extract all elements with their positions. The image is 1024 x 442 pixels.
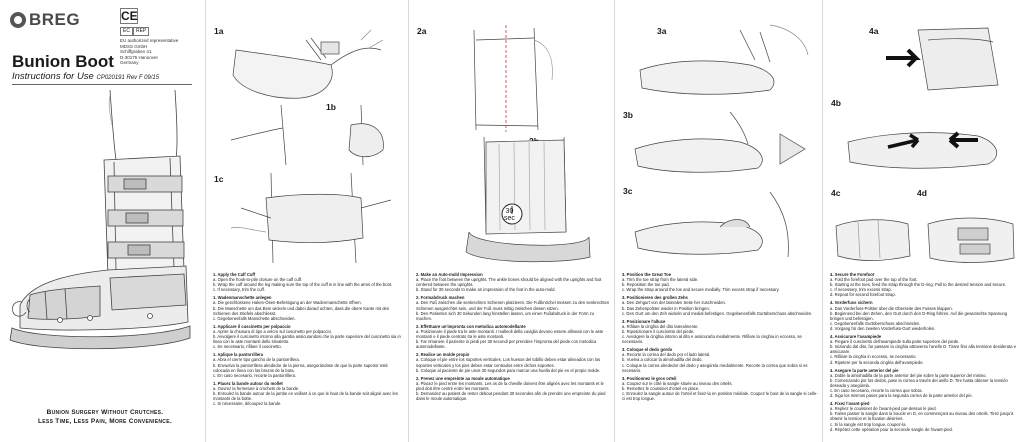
- instruction-group: 2. Realice un molde propio a. Coloque el…: [416, 352, 601, 373]
- step-1-instructions: 1. Apply the Calf Cuff a. Open the hook-…: [213, 272, 405, 409]
- instruction-group: 1. Apply the Calf Cuff a. Open the hook-…: [213, 272, 393, 293]
- tagline-line-1: Bunion Surgery Without Crutches.: [46, 409, 164, 416]
- figure-3c-illustration: [634, 191, 789, 258]
- instruction-group: 3. Positionnez le gros orteil a. Coupez …: [622, 375, 818, 402]
- step-3-panel: 3a 3b 3c 3. Position the Great Toe a. Tr…: [614, 0, 822, 442]
- figure-1b-illustration: [230, 104, 384, 166]
- figure-label-3a: 3a: [657, 26, 667, 36]
- figure-4a-illustration: [886, 27, 999, 91]
- figure-2b-illustration: [465, 136, 591, 263]
- title-divider: [12, 84, 192, 85]
- brand-logo: BREG: [10, 10, 80, 30]
- ec-rep-box: EC REP: [120, 27, 200, 36]
- figure-label-4d: 4d: [917, 188, 927, 198]
- instruction-group: 4. Vorderfuss sichern a. Das Vorderfuss-…: [830, 300, 1008, 331]
- bunion-boot-illustration: [9, 90, 191, 350]
- instruction-group: 1. Aplique la pantorrillera a. Abra el c…: [213, 352, 388, 378]
- step-2-panel: 2a 2b 30 sec 2. Make an Auto-mold Impres…: [408, 0, 614, 442]
- instruction-group: 3. Position the Great Toe a. Trim the to…: [622, 272, 780, 293]
- figure-label-4a: 4a: [869, 26, 879, 36]
- instruction-group: 3. Coloque el dedo gordo a. Recorte la c…: [622, 347, 808, 373]
- timer-icon: [501, 203, 523, 225]
- instruction-group: 4. Fixez l'avant-pied a. Repliez le cous…: [830, 401, 1014, 432]
- breg-logo-icon: [10, 12, 26, 28]
- ec-label: EC: [120, 27, 133, 36]
- instruction-group: 4. Asegure la parte anterior del pie a. …: [830, 367, 1008, 399]
- figure-label-3b: 3b: [623, 110, 633, 120]
- eu-rep-address: EU authorized representative MDSS GmbH S…: [120, 38, 179, 65]
- ce-mark: CE: [120, 8, 138, 24]
- figure-3a-illustration: [639, 24, 809, 95]
- instruction-group: 4. Secure the Forefoot a. Fold the foref…: [830, 272, 1007, 298]
- figure-label-4c: 4c: [831, 188, 841, 198]
- instruction-group: 2. Prenez une empreinte au moule automat…: [416, 375, 606, 402]
- tagline-line-2: Less Time, Less Pain, More Convenience.: [38, 418, 172, 425]
- instruction-group: 1. Wadenmanschette anlegen a. Die geschl…: [213, 295, 390, 321]
- instruction-group: 3. Positionieren des großen Zehs a. Den …: [622, 295, 813, 316]
- figure-1c-illustration: [230, 172, 392, 264]
- document-code: CP020191 Rev F 09/15: [96, 75, 160, 81]
- figure-4c-4d-illustration: [835, 217, 1015, 263]
- figure-1a-illustration: [232, 29, 384, 99]
- cover-panel: BREG CE EC REP EU authorized representat…: [0, 0, 205, 442]
- timer-value: 30: [505, 208, 514, 215]
- step-2-instructions: 2. Make an Auto-mold Impression a. Place…: [416, 272, 611, 404]
- rep-label: REP: [132, 27, 150, 36]
- instruction-group: 1. Placez la bande autour du mollet a. O…: [213, 380, 398, 407]
- instruction-group: 2. Make an Auto-mold Impression a. Place…: [416, 272, 602, 293]
- subtitle-text: Instructions for Use: [12, 71, 94, 82]
- figure-4b-illustration: [847, 131, 998, 169]
- figure-label-2a: 2a: [417, 26, 427, 36]
- brand-name: BREG: [29, 10, 81, 29]
- timer-unit: sec: [504, 215, 515, 222]
- step-3-instructions: 3. Position the Great Toe a. Trim the to…: [622, 272, 818, 404]
- page-subtitle: Instructions for Use CP020191 Rev F 09/1…: [12, 71, 159, 82]
- figure-3b-illustration: [634, 111, 806, 173]
- figure-label-1b: 1b: [326, 102, 336, 112]
- instruction-group: 2. Effettuare un'impronta con metodica a…: [416, 323, 604, 350]
- figure-label-1c: 1c: [214, 174, 224, 184]
- figure-label-4b: 4b: [831, 98, 841, 108]
- step-4-panel: 4a 4b 4c 4d 4. Secure the Forefoot: [822, 0, 1024, 442]
- instruction-group: 4. Assicurare l'avampiede a. Piegare il …: [830, 334, 1017, 365]
- figure-2a-illustration: [473, 25, 553, 132]
- timer-badge: 30 sec: [504, 208, 515, 222]
- step-1-panel: 1a 1b 1c 1. Apply the Calf Cuff a. Open …: [205, 0, 408, 442]
- step-4-instructions: 4. Secure the Forefoot a. Fold the foref…: [830, 272, 1022, 435]
- instruction-group: 3. Posizionare l'alluce a. Rifilare la c…: [622, 318, 802, 345]
- tagline: Bunion Surgery Without Crutches. Less Ti…: [10, 408, 200, 426]
- page-title: Bunion Boot: [12, 52, 114, 71]
- figure-label-1a: 1a: [214, 26, 224, 36]
- figure-label-3c: 3c: [623, 186, 633, 196]
- instruction-group: 2. Formabdruck machen a. Den Fuß zwische…: [416, 295, 610, 321]
- instruction-group: 1. Applicare il cuscinetto per polpaccio…: [213, 323, 401, 350]
- regulatory-block: CE EC REP EU authorized representative M…: [120, 8, 200, 66]
